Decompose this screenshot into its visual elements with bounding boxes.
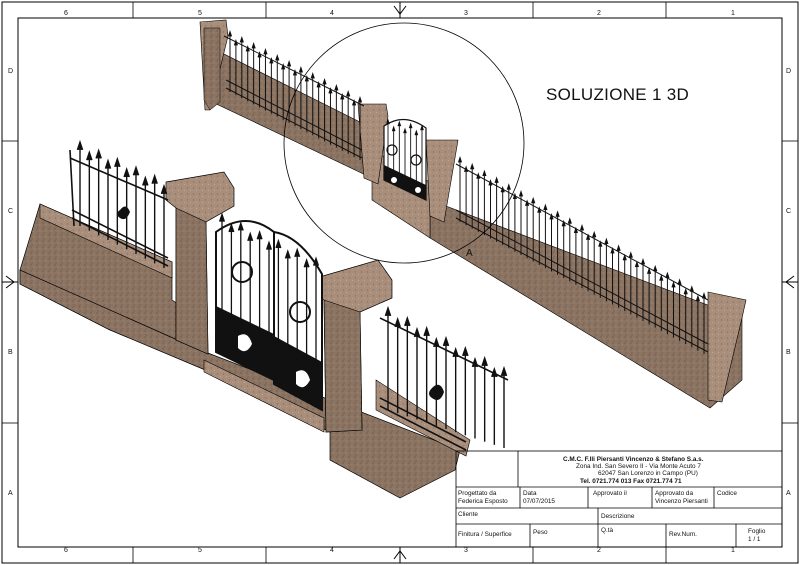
small-wall-right [429, 199, 743, 409]
large-fence-assembly [19, 139, 509, 499]
approved-by-value: Vincenzo Piersanti [655, 498, 708, 505]
company-name: C.M.C. F.lli Piersanti Vincenzo & Stefan… [563, 456, 704, 463]
description-label: Descrizione [601, 513, 635, 520]
row-label-left-A: A [8, 490, 13, 497]
small-pillar-right [707, 291, 747, 403]
sheet-value: 1 / 1 [748, 536, 761, 543]
col-label-top-6: 6 [64, 10, 68, 17]
large-left-ornament [117, 206, 130, 220]
row-label-left-D: D [8, 68, 14, 75]
large-left-fence-bars [76, 139, 168, 268]
large-right-ornament [429, 384, 444, 400]
client-label: Cliente [458, 511, 478, 518]
col-label-top-4: 4 [330, 10, 334, 17]
small-pillar-mid-left [357, 103, 389, 185]
company-address: Zona Ind. San Severo II - Via Monte Acut… [576, 463, 701, 470]
col-label-bottom-2: 2 [597, 547, 601, 554]
approved-by-label: Approvato da [655, 490, 694, 497]
row-label-right-D: D [786, 68, 792, 75]
col-label-bottom-3: 3 [464, 547, 468, 554]
col-label-top-3: 3 [464, 10, 468, 17]
col-label-bottom-6: 6 [64, 547, 68, 554]
date-value: 07/07/2015 [523, 498, 555, 505]
detail-circle [283, 22, 525, 264]
col-label-top-5: 5 [198, 10, 202, 17]
large-right-fence-bars [384, 305, 508, 448]
quantity-label: Q.tà [601, 527, 614, 534]
col-label-top-2: 2 [597, 10, 601, 17]
view-title: SOLUZIONE 1 3D [546, 85, 690, 104]
large-gate [215, 212, 323, 412]
code-label: Codice [717, 490, 737, 497]
col-label-bottom-4: 4 [330, 547, 334, 554]
designed-by-label: Progettato da [458, 490, 497, 497]
small-right-fence-bars [457, 156, 707, 354]
designed-by-value: Federica Esposto [458, 498, 508, 505]
company-phone: Tel. 0721.774 013 Fax 0721.774 71 [580, 478, 682, 485]
sheet-label: Foglio [748, 528, 766, 535]
small-left-fence-bars [227, 30, 363, 160]
col-label-bottom-1: 1 [731, 547, 735, 554]
detail-label: A [466, 248, 473, 259]
date-label: Data [523, 490, 537, 497]
company-city: 62047 San Lorenzo in Campo (PU) [598, 470, 698, 477]
small-fence-assembly [199, 19, 747, 409]
row-label-left-C: C [8, 208, 14, 215]
row-label-right-C: C [786, 208, 792, 215]
approved-label: Approvato il [593, 490, 627, 497]
finish-label: Finitura / Superfice [458, 531, 512, 538]
col-label-top-1: 1 [731, 10, 735, 17]
row-label-left-B: B [8, 349, 13, 356]
row-label-right-B: B [786, 349, 791, 356]
col-label-bottom-5: 5 [198, 547, 202, 554]
title-block-frame [455, 450, 783, 548]
small-pillar-mid-right [425, 139, 459, 223]
large-gate-sill [203, 359, 325, 433]
revision-label: Rev.Num. [669, 531, 697, 538]
weight-label: Peso [533, 529, 548, 536]
row-label-right-A: A [786, 490, 791, 497]
